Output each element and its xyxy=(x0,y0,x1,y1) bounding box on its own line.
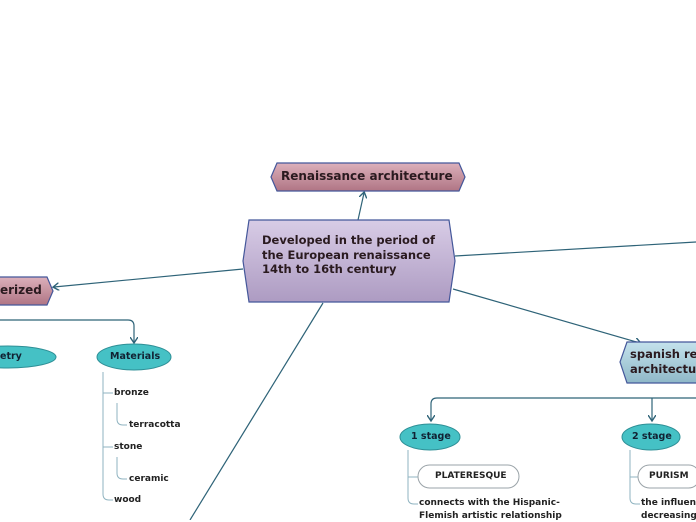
top-node-label: Renaissance architecture xyxy=(281,169,453,183)
plateresque-pill-shape[interactable] xyxy=(417,464,520,489)
purism-pill-shape[interactable] xyxy=(637,464,696,489)
materials-oval-label: Materials xyxy=(110,351,161,362)
stage2-oval-shape[interactable] xyxy=(621,423,681,451)
connector-center-left xyxy=(54,268,244,287)
materials-sub-terracotta xyxy=(116,403,127,426)
connector-left-branch xyxy=(0,319,134,342)
material-terracotta: terracotta xyxy=(129,420,181,430)
purism-label: PURISM xyxy=(649,471,689,481)
top-node-shape[interactable] xyxy=(270,162,466,192)
geometry-oval-label: etry xyxy=(0,351,22,362)
spanish-node-shape[interactable] xyxy=(619,341,696,384)
material-wood: wood xyxy=(114,495,142,505)
left-node-shape[interactable] xyxy=(0,276,54,306)
connector-center-top xyxy=(357,193,364,221)
materials-stem xyxy=(102,372,113,501)
connector-center-right xyxy=(454,241,696,257)
plateresque-label: PLATERESQUE xyxy=(435,471,507,481)
materials-connectors xyxy=(102,372,640,505)
stage2-oval-label: 2 stage xyxy=(632,431,672,442)
stage1-stem xyxy=(407,450,418,505)
stage2-stem xyxy=(629,450,640,505)
stage1-oval-shape[interactable] xyxy=(399,423,461,451)
material-bronze: bronze xyxy=(114,388,149,398)
spanish-node-label: spanish re architectu xyxy=(630,347,696,376)
connector-center-down xyxy=(189,302,324,520)
connectors xyxy=(0,193,696,520)
materials-sub-ceramic xyxy=(116,457,127,480)
materials-oval-shape[interactable] xyxy=(96,343,172,371)
connector-spanish-branch xyxy=(431,397,696,420)
left-node-label: erized xyxy=(0,283,42,297)
material-stone: stone xyxy=(114,442,143,452)
center-node-label: Developed in the period of the European … xyxy=(262,233,436,276)
center-node-shape[interactable] xyxy=(242,219,456,303)
material-ceramic: ceramic xyxy=(129,474,169,484)
connector-center-spanish xyxy=(452,288,640,343)
stage2-description: the influenc decreasing xyxy=(641,498,696,521)
geometry-oval-shape[interactable] xyxy=(0,345,57,369)
stage1-oval-label: 1 stage xyxy=(411,431,451,442)
stage1-description: connects with the Hispanic- Flemish arti… xyxy=(419,498,562,521)
